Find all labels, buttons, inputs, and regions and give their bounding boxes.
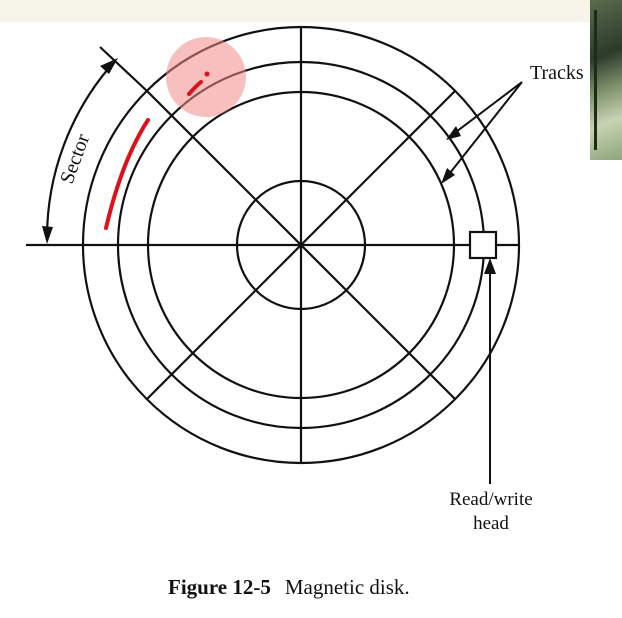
- sector-tick-line: [99, 46, 148, 92]
- tracks-arrowhead-1: [446, 126, 461, 140]
- read-write-arrowhead: [484, 258, 496, 274]
- annotation-red-scribble: [187, 80, 203, 96]
- tracks-label: Tracks: [530, 62, 584, 84]
- annotation-red-stroke: [104, 118, 150, 230]
- sector-arrowhead-bottom: [42, 226, 53, 244]
- tracks-arrow-line-2: [445, 81, 523, 179]
- read-write-head: [468, 230, 498, 260]
- annotation-red-dot: [204, 71, 210, 77]
- figure-title: Magnetic disk.: [284, 575, 410, 599]
- sector-arc: [45, 61, 115, 241]
- annotation-highlight-circle: [166, 37, 246, 117]
- read-write-label-line1: Read/write: [449, 489, 533, 510]
- video-thumbnail-edge: [590, 0, 622, 160]
- sector-label: Sector: [56, 131, 94, 187]
- sector-arrowhead-top: [100, 58, 118, 74]
- diagonal-line-2: [146, 90, 456, 400]
- read-write-head-label: Read/write head: [436, 488, 546, 536]
- tracks-arrowhead-2: [441, 168, 455, 184]
- figure-number: Figure 12-5: [168, 575, 271, 599]
- tracks-arrow-line-1: [451, 81, 523, 136]
- figure-caption: Figure 12-5 Magnetic disk.: [168, 575, 410, 600]
- top-background-band: [0, 0, 622, 22]
- read-write-label-line2: head: [473, 513, 509, 534]
